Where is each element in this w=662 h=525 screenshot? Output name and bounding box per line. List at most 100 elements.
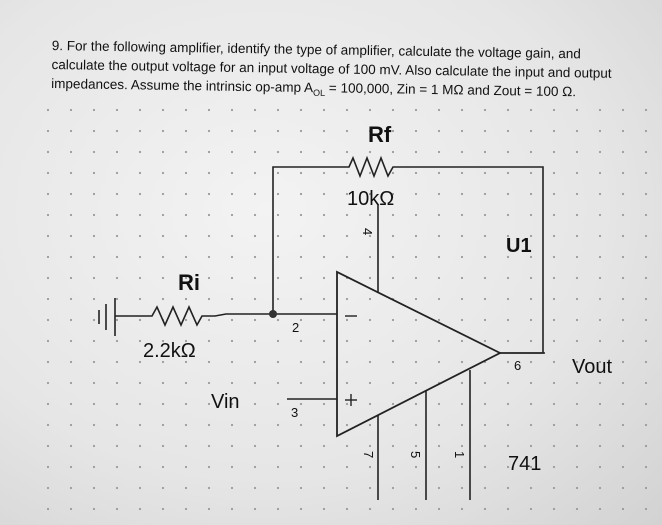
ri-name-label: Ri [178,270,200,295]
grid-dot [437,108,441,112]
grid-dot [414,360,418,364]
grid-dot [299,486,303,490]
grid-dot [69,318,73,322]
grid-dot [506,108,510,112]
grid-dot [598,444,602,448]
grid-dot [299,150,303,154]
grid-dot [529,402,533,406]
grid-dot [276,171,280,175]
grid-dot [345,192,349,196]
grid-dot [506,150,510,154]
grid-dot [391,171,395,175]
grid-dot [92,276,96,280]
grid-dot [460,213,464,217]
grid-dot [161,150,165,154]
grid-dot [115,213,119,217]
grid-dot [598,486,602,490]
grid-dot [253,150,257,154]
grid-dot [115,423,119,427]
grid-dot [322,108,326,112]
grid-dot [437,192,441,196]
grid-dot [368,339,372,343]
grid-dot [345,255,349,259]
grid-dot [138,234,142,238]
grid-dot [207,507,211,511]
grid-dot [460,108,464,112]
grid-dot [322,486,326,490]
grid-dot [253,213,257,217]
grid-dot [552,339,556,343]
grid-dot [115,276,119,280]
grid-dot [368,276,372,280]
grid-dot [345,486,349,490]
junction-dot [269,310,277,318]
grid-dot [115,171,119,175]
grid-dot [207,339,211,343]
grid-dot [253,507,257,511]
grid-dot [46,171,50,175]
grid-dot [391,486,395,490]
grid-dot [414,486,418,490]
grid-dot [529,507,533,511]
grid-dot [46,108,50,112]
grid-dot [529,129,533,133]
grid-dot [598,402,602,406]
grid-dot [138,486,142,490]
feedback-wire-left [272,166,343,314]
grid-dot [437,234,441,238]
grid-dot [92,108,96,112]
grid-dot [161,444,165,448]
grid-dot [644,297,648,301]
grid-dot [299,423,303,427]
grid-dot [161,297,165,301]
grid-dot [46,465,50,469]
grid-dot [644,423,648,427]
grid-dot [46,444,50,448]
grid-dot [621,276,625,280]
grid-dot [598,276,602,280]
grid-dot [460,360,464,364]
grid-dot [69,276,73,280]
grid-dot [598,171,602,175]
grid-dot [644,486,648,490]
grid-dot [414,507,418,511]
grid-dot [506,234,510,238]
grid-dot [253,129,257,133]
grid-dot [161,402,165,406]
grid-dot [414,255,418,259]
grid-dot [437,318,441,322]
grid-dot [368,465,372,469]
grid-dot [207,423,211,427]
grid-dot [506,339,510,343]
grid-dot [529,381,533,385]
grid-dot [575,339,579,343]
grid-dot [414,192,418,196]
grid-dot [138,129,142,133]
grid-dot [621,381,625,385]
grid-dot [92,507,96,511]
grid-dot [529,360,533,364]
grid-dot [230,381,234,385]
grid-dot [207,402,211,406]
grid-dot [483,213,487,217]
grid-dot [506,318,510,322]
grid-dot [138,444,142,448]
grid-dot [161,129,165,133]
grid-dot [598,339,602,343]
grid-dot [184,381,188,385]
grid-dot [552,129,556,133]
grid-dot [230,423,234,427]
grid-dot [92,339,96,343]
grid-dot [483,108,487,112]
grid-dot [621,360,625,364]
grid-dot [207,234,211,238]
grid-dot [253,192,257,196]
ri-value-label: 2.2kΩ [143,340,196,362]
grid-dot [184,276,188,280]
grid-dot [46,360,50,364]
grid-dot [345,402,349,406]
rf-name-label: Rf [368,122,392,147]
grid-dot [69,423,73,427]
grid-dot [575,465,579,469]
grid-dot [368,360,372,364]
